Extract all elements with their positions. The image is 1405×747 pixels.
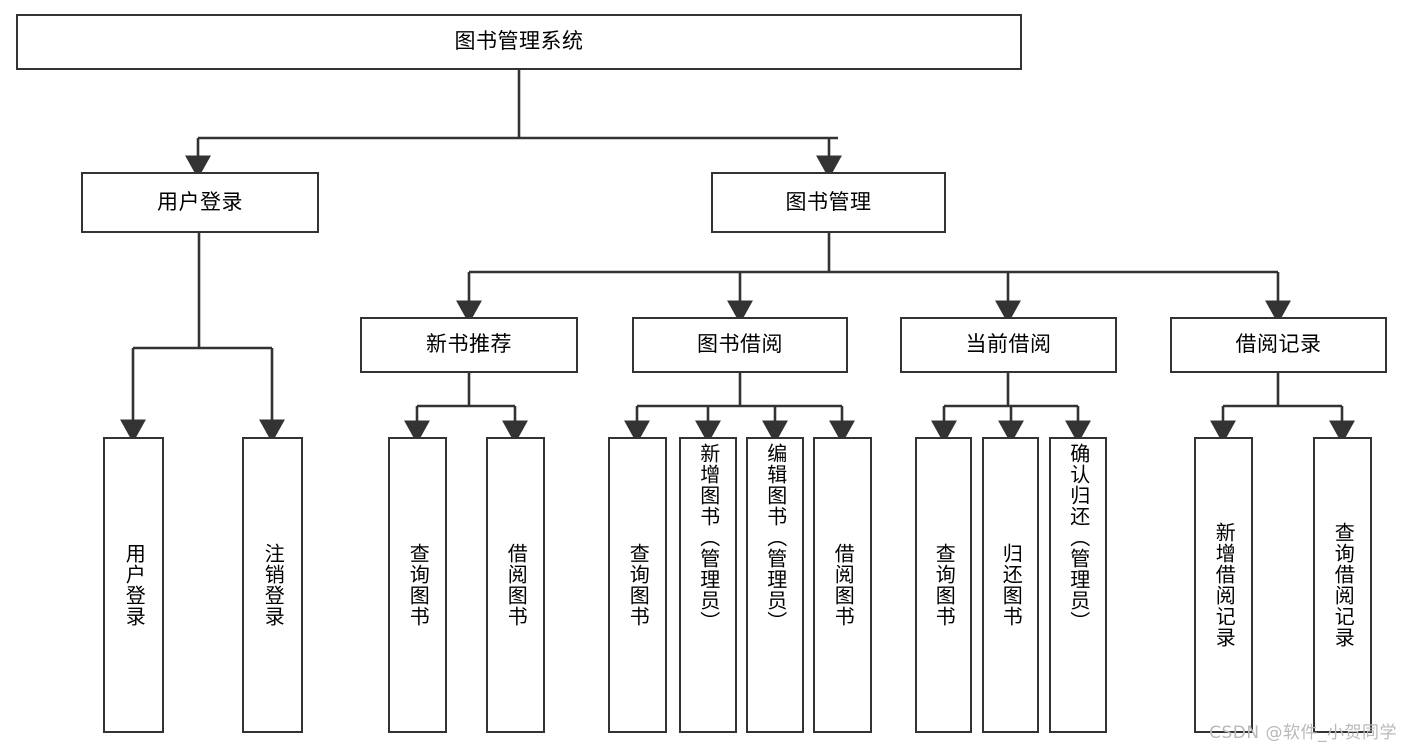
leaf-query-books-borrow-label: 查询图书 [626, 543, 651, 627]
node-root-label: 图书管理系统 [454, 29, 584, 54]
leaf-borrow-book[interactable]: 借阅图书 [813, 437, 872, 733]
leaf-query-books-current[interactable]: 查询图书 [915, 437, 972, 733]
leaf-confirm-return-admin-label: 确认归还（管理员） [1066, 443, 1091, 632]
leaf-add-borrow-record[interactable]: 新增借阅记录 [1194, 437, 1253, 733]
leaf-query-books-borrow[interactable]: 查询图书 [608, 437, 667, 733]
leaf-add-book-admin-label: 新增图书（管理员） [696, 443, 721, 632]
leaf-logout-label: 注销登录 [261, 543, 286, 627]
leaf-return-book-label: 归还图书 [999, 543, 1024, 627]
leaf-edit-book-admin-label: 编辑图书（管理员） [763, 443, 788, 632]
node-current-borrow-label: 当前借阅 [965, 332, 1052, 357]
leaf-confirm-return-admin[interactable]: 确认归还（管理员） [1049, 437, 1107, 733]
leaf-user-login-label: 用户登录 [122, 543, 147, 627]
csdn-watermark: CSDN @软件_小贺同学 [1209, 723, 1397, 743]
node-current-borrow[interactable]: 当前借阅 [900, 317, 1117, 373]
leaf-add-borrow-record-label: 新增借阅记录 [1212, 522, 1237, 648]
node-book-management[interactable]: 图书管理 [711, 172, 946, 233]
leaf-logout[interactable]: 注销登录 [242, 437, 303, 733]
leaf-borrow-books-new[interactable]: 借阅图书 [486, 437, 545, 733]
node-user-login-label: 用户登录 [157, 189, 243, 214]
leaf-query-books-current-label: 查询图书 [932, 543, 957, 627]
node-book-borrow[interactable]: 图书借阅 [632, 317, 848, 373]
node-book-management-label: 图书管理 [785, 189, 872, 214]
leaf-query-borrow-record-label: 查询借阅记录 [1331, 522, 1356, 648]
leaf-return-book[interactable]: 归还图书 [982, 437, 1039, 733]
node-borrow-records[interactable]: 借阅记录 [1170, 317, 1387, 373]
node-new-book-recommend-label: 新书推荐 [426, 332, 512, 357]
leaf-user-login[interactable]: 用户登录 [103, 437, 164, 733]
node-new-book-recommend[interactable]: 新书推荐 [360, 317, 578, 373]
leaf-add-book-admin[interactable]: 新增图书（管理员） [679, 437, 737, 733]
node-user-login[interactable]: 用户登录 [81, 172, 319, 233]
node-book-borrow-label: 图书借阅 [697, 332, 783, 357]
node-root[interactable]: 图书管理系统 [16, 14, 1022, 70]
leaf-query-books-new-label: 查询图书 [406, 543, 431, 627]
node-borrow-records-label: 借阅记录 [1235, 332, 1322, 357]
leaf-borrow-books-new-label: 借阅图书 [504, 543, 529, 627]
leaf-query-books-new[interactable]: 查询图书 [388, 437, 447, 733]
leaf-query-borrow-record[interactable]: 查询借阅记录 [1313, 437, 1372, 733]
leaf-borrow-book-label: 借阅图书 [831, 543, 856, 627]
leaf-edit-book-admin[interactable]: 编辑图书（管理员） [746, 437, 804, 733]
